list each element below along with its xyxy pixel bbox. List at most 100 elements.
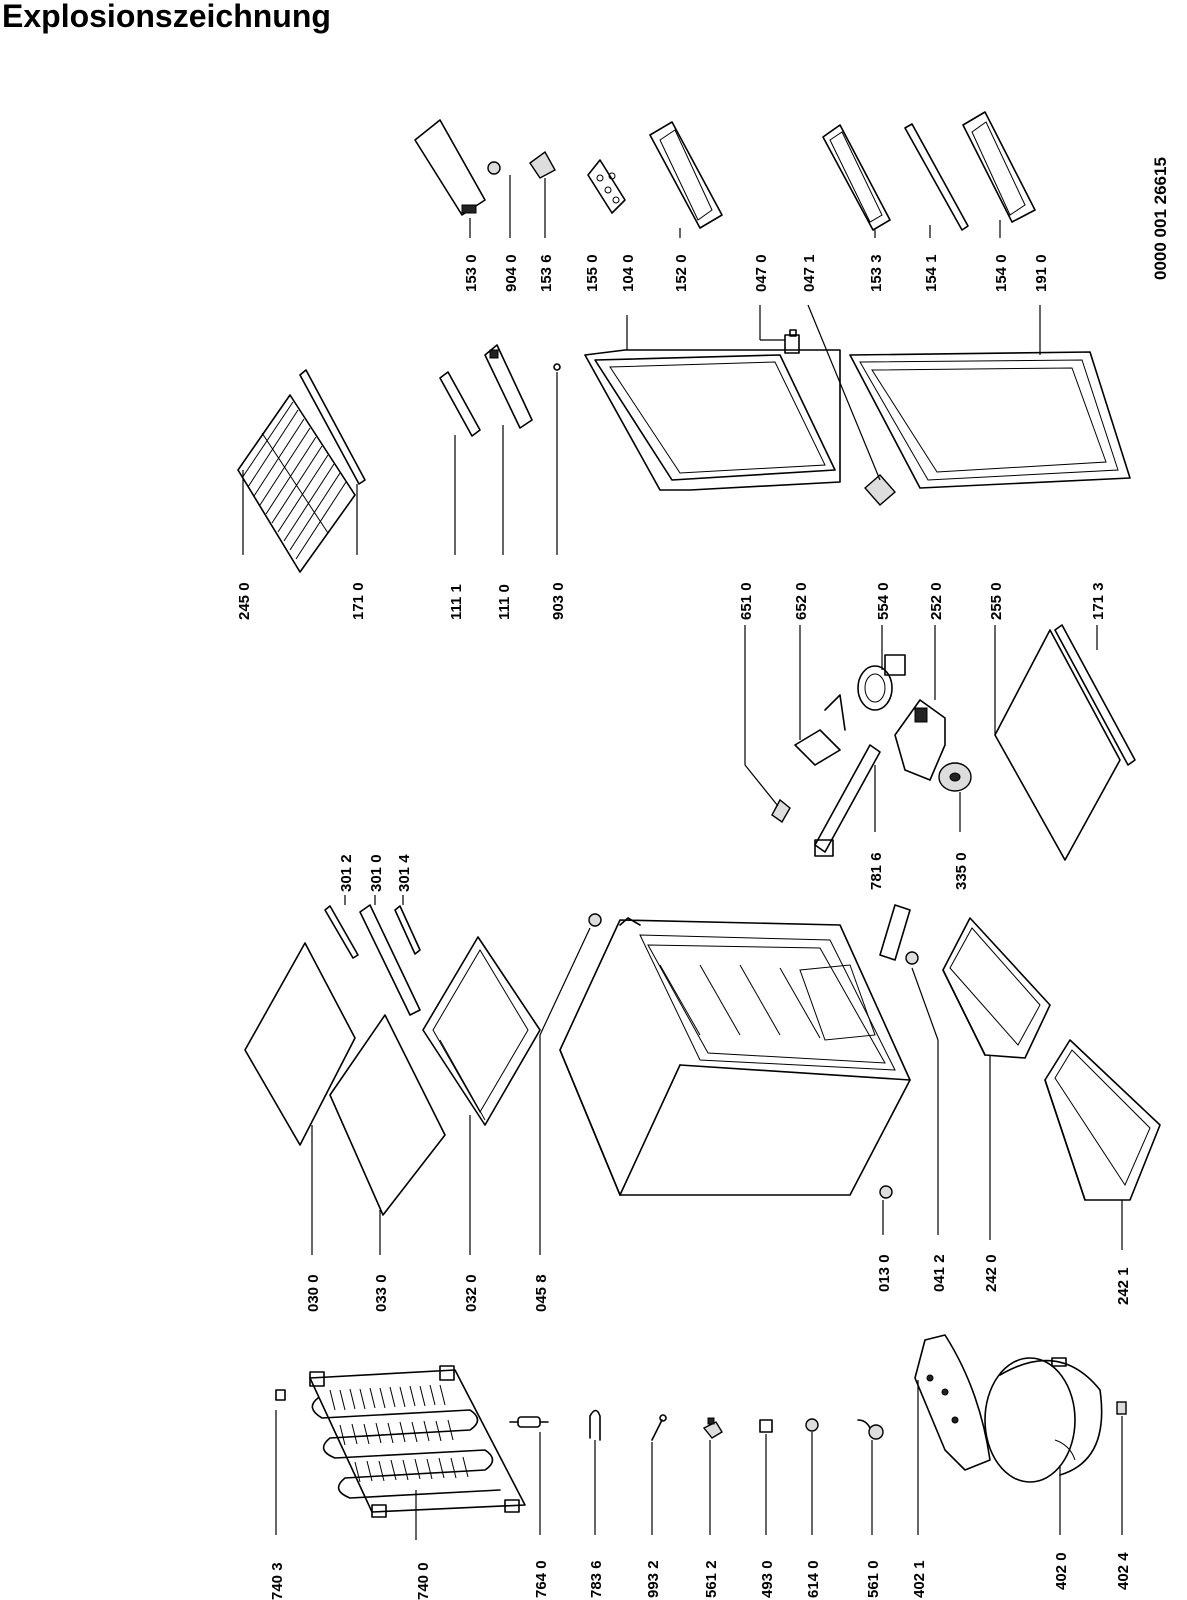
part-152-0-graphic: [649, 121, 723, 229]
label-740-0: 740 0: [415, 1562, 432, 1600]
label-740-3: 740 3: [269, 1562, 286, 1600]
part-047-1-graphic: [864, 474, 896, 506]
part-242-1-graphic: [1044, 1039, 1161, 1201]
part-402-0-graphic: [984, 1357, 1103, 1483]
label-764-0: 764 0: [533, 1560, 550, 1598]
part-labels: 740 3 740 0 764 0 783 6 993 2 561 2 493 …: [236, 157, 1170, 1600]
part-561-0-graphic: [857, 1419, 884, 1440]
label-242-1: 242 1: [1115, 1267, 1132, 1305]
part-652-0-graphic: [794, 694, 846, 766]
label-335-0: 335 0: [953, 852, 970, 890]
label-651-0: 651 0: [738, 582, 755, 620]
part-781-6-graphic: [814, 744, 881, 857]
part-154-1-graphic: [904, 123, 969, 231]
label-045-8: 045 8: [533, 1274, 550, 1312]
part-242-0-graphic: [942, 917, 1051, 1059]
part-104-0-graphic: [584, 349, 841, 491]
label-153-3: 153 3: [868, 254, 885, 292]
label-242-0: 242 0: [983, 1254, 1000, 1292]
label-154-1: 154 1: [923, 254, 940, 292]
label-554-0: 554 0: [875, 582, 892, 620]
part-335-0-graphic: [938, 762, 972, 792]
label-171-0: 171 0: [350, 582, 367, 620]
page-title: Explosionszeichnung: [2, 0, 331, 34]
part-171-0-graphic: [299, 369, 366, 485]
label-402-4: 402 4: [1115, 1552, 1132, 1590]
part-111-1-graphic: [439, 371, 481, 437]
part-903-0-graphic: [553, 363, 561, 371]
part-111-0-graphic: [484, 344, 533, 429]
part-301-2-graphic: [324, 905, 359, 959]
part-047-0-graphic: [784, 329, 800, 354]
label-301-2: 301 2: [338, 854, 355, 892]
part-032-0-graphic: [422, 936, 541, 1126]
label-032-0: 032 0: [463, 1274, 480, 1312]
label-191-0: 191 0: [1033, 254, 1050, 292]
part-402-4-graphic: [1116, 1401, 1127, 1415]
part-155-0-graphic: [587, 159, 626, 214]
part-783-6-graphic: [589, 1409, 601, 1441]
part-191-0-graphic: [849, 351, 1131, 489]
part-402-1-graphic: [914, 1334, 991, 1471]
part-740-0-graphic: [309, 1365, 526, 1518]
label-041-2: 041 2: [931, 1254, 948, 1292]
part-904-0-graphic: [487, 161, 501, 175]
part-740-3-graphic: [275, 1389, 286, 1401]
part-301-4-graphic: [394, 905, 421, 955]
label-013-0: 013 0: [876, 1254, 893, 1292]
label-047-1: 047 1: [801, 254, 818, 292]
part-301-0-graphic: [359, 904, 421, 1016]
part-030-0-graphic: [244, 942, 356, 1146]
part-554-0-graphic: [857, 654, 906, 711]
part-561-2-graphic: [702, 1417, 723, 1439]
label-153-0: 153 0: [463, 254, 480, 292]
part-493-0-graphic: [759, 1419, 773, 1433]
label-255-0: 255 0: [988, 582, 1005, 620]
part-171-3-graphic: [1054, 624, 1136, 766]
part-614-0-graphic: [805, 1418, 819, 1432]
part-033-0-graphic: [329, 1014, 446, 1216]
label-111-0: 111 0: [496, 584, 513, 620]
label-033-0: 033 0: [373, 1274, 390, 1312]
part-255-0-graphic: [994, 629, 1121, 861]
label-155-0: 155 0: [584, 254, 601, 292]
label-561-0: 561 0: [865, 1560, 882, 1598]
part-153-3-graphic: [822, 124, 891, 231]
label-301-0: 301 0: [368, 854, 385, 892]
part-993-2-graphic: [651, 1414, 667, 1441]
doc-number: 0000 001 26615: [1151, 157, 1170, 280]
label-301-4: 301 4: [396, 854, 413, 892]
label-783-6: 783 6: [588, 1560, 605, 1598]
part-153-0-graphic: [414, 119, 486, 216]
part-154-0-graphic: [962, 111, 1036, 223]
label-111-1: 111 1: [448, 584, 465, 620]
label-493-0: 493 0: [759, 1560, 776, 1598]
label-652-0: 652 0: [793, 582, 810, 620]
label-153-6: 153 6: [538, 254, 555, 292]
label-993-2: 993 2: [645, 1560, 662, 1598]
label-047-0: 047 0: [753, 254, 770, 292]
part-252-0-graphic: [894, 699, 946, 781]
label-154-0: 154 0: [993, 254, 1010, 292]
leader-lines: [242, 175, 1123, 1540]
label-781-6: 781 6: [868, 852, 885, 890]
part-245-0-graphic: [237, 394, 356, 573]
label-402-0: 402 0: [1053, 1552, 1070, 1590]
label-104-0: 104 0: [620, 254, 637, 292]
label-402-1: 402 1: [911, 1560, 928, 1598]
label-252-0: 252 0: [928, 582, 945, 620]
part-013-0-graphic: [879, 1185, 893, 1199]
part-041-2-graphic: [879, 904, 919, 965]
label-904-0: 904 0: [503, 254, 520, 292]
label-561-2: 561 2: [703, 1560, 720, 1598]
label-245-0: 245 0: [236, 582, 253, 620]
label-903-0: 903 0: [550, 582, 567, 620]
part-764-0-graphic: [509, 1416, 549, 1428]
part-153-6-graphic: [529, 150, 556, 179]
label-030-0: 030 0: [305, 1274, 322, 1312]
part-651-0-graphic: [771, 798, 791, 824]
label-614-0: 614 0: [805, 1560, 822, 1598]
label-171-3: 171 3: [1090, 582, 1107, 620]
label-152-0: 152 0: [673, 254, 690, 292]
